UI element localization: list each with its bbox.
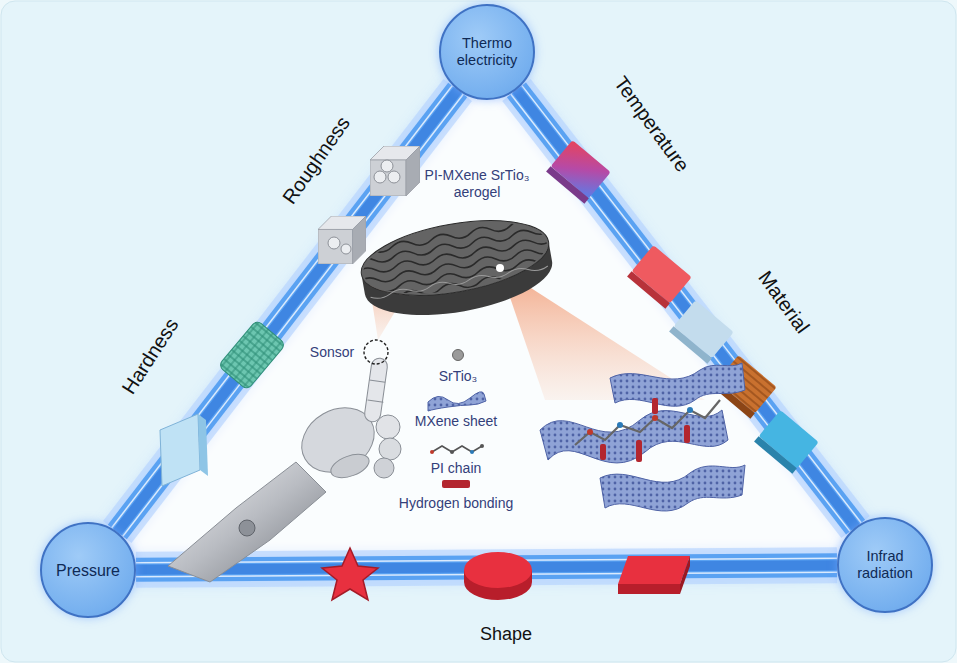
material-tile (669, 300, 734, 364)
temperature-tile (546, 140, 611, 204)
shape-star (322, 548, 378, 600)
mxene-icon (428, 392, 486, 411)
circle-node: Pressure (40, 522, 136, 618)
triangle-glow (88, 52, 885, 570)
shape-disc (464, 552, 532, 600)
material-title: PI-MXene SrTio₃ aerogel (421, 167, 533, 201)
legend-text-text: SrTio₃ (439, 368, 478, 384)
zoom-point (496, 264, 504, 272)
node-text: Pressure (50, 561, 126, 580)
mxene-sheets (540, 363, 745, 511)
legend-text: PI chain (431, 460, 482, 477)
node-text: Infrad radiation (839, 548, 931, 582)
material-tile (627, 245, 692, 309)
circle-node: Infrad radiation (837, 517, 933, 613)
roughness-cube (318, 216, 366, 264)
sensor-label-text: Sonsor (310, 344, 354, 360)
node-text: Thermo electricity (441, 35, 533, 69)
legend-text-text: PI chain (431, 460, 482, 476)
material-tile (754, 410, 819, 474)
circle-node: Thermo electricity (439, 4, 535, 100)
property-label: Shape (480, 623, 532, 645)
sensor-marker (364, 340, 388, 364)
legend-text: Hydrogen bonding (399, 495, 513, 512)
legend-text: SrTio₃ (439, 368, 478, 385)
hardness-mesh (218, 320, 286, 390)
legend-text-text: MXene sheet (415, 413, 498, 429)
robot-hand (168, 357, 401, 582)
roughness-cube (370, 146, 420, 196)
srtio3-icon (453, 350, 464, 361)
pi-chain-icon (430, 444, 484, 454)
property-label-text: Shape (480, 624, 532, 644)
sensor-label: Sonsor (310, 344, 354, 361)
aerogel (351, 207, 563, 328)
legend-text: MXene sheet (415, 413, 498, 430)
material-title-text: PI-MXene SrTio₃ aerogel (425, 167, 530, 200)
shape-square (618, 556, 690, 594)
hydrogen-bond-icon (442, 480, 470, 488)
hardness-prism (160, 414, 208, 486)
legend-text-text: Hydrogen bonding (399, 495, 513, 511)
